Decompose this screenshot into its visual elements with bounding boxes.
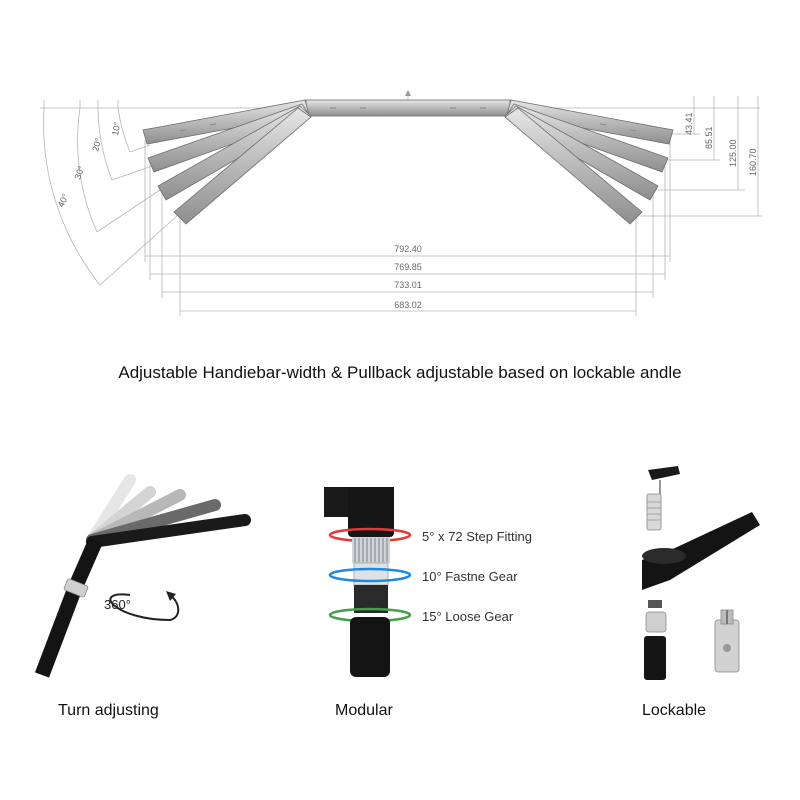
- left-arm-10: [142, 99, 310, 145]
- modular-illustration: 5° x 72 Step Fitting 10° Fastne Gear 15°…: [324, 487, 532, 677]
- lower-tube: [644, 636, 666, 680]
- lock-bolt: [646, 493, 662, 531]
- handlebar-technical-drawing: 10° 20° 30° 40° 792.40 769.85 733.01 683…: [40, 90, 762, 316]
- lockable-caption: Lockable: [642, 702, 707, 719]
- right-arm-40: [504, 107, 643, 225]
- elbow-body: [642, 512, 760, 590]
- spacer: [648, 600, 662, 608]
- modular-caption: Modular: [335, 702, 393, 719]
- gear-label-green: 15° Loose Gear: [422, 609, 514, 624]
- lock-tool: [714, 609, 740, 673]
- lower-tube: [350, 617, 390, 677]
- right-arm-20: [505, 103, 669, 173]
- lockable-illustration: [642, 466, 760, 680]
- width-dim-1: 792.40: [394, 244, 422, 254]
- turn-adjusting-caption: Turn adjusting: [58, 702, 159, 719]
- rotation-label: 360°: [104, 597, 131, 612]
- angle-label-40: 40°: [56, 192, 71, 209]
- main-caption: Adjustable Handiebar-width & Pullback ad…: [118, 363, 682, 382]
- spring-washer: [645, 611, 667, 633]
- angle-label-30: 30°: [72, 164, 86, 181]
- main-bar: [86, 514, 251, 548]
- pullback-dim-1: 43.41: [684, 112, 694, 135]
- width-dim-3: 733.01: [394, 280, 422, 290]
- tube-marks: [179, 107, 637, 132]
- gear-label-blue: 10° Fastne Gear: [422, 569, 518, 584]
- pullback-dim-4: 160.70: [748, 148, 758, 176]
- left-arm-40: [173, 107, 312, 225]
- pullback-dim-3: 125.00: [728, 139, 738, 167]
- riser-tube: [34, 536, 103, 678]
- pullback-dim-2: 85.51: [704, 126, 714, 149]
- turn-adjusting-illustration: 360°: [34, 474, 251, 678]
- center-bar: [305, 99, 511, 117]
- width-dim-4: 683.02: [394, 300, 422, 310]
- rotation-arrow-icon: [109, 593, 180, 622]
- left-arm-20: [147, 103, 311, 173]
- clamp-ring: [63, 578, 89, 598]
- blue-gear-ring: [328, 567, 412, 583]
- gear-label-red: 5° x 72 Step Fitting: [422, 529, 532, 544]
- handlebar-bars: [142, 99, 674, 225]
- right-arm-10: [506, 99, 674, 145]
- top-clamp: [648, 466, 680, 480]
- width-dim-2: 769.85: [394, 262, 422, 272]
- angle-label-20: 20°: [90, 136, 103, 152]
- angle-label-10: 10°: [110, 121, 122, 137]
